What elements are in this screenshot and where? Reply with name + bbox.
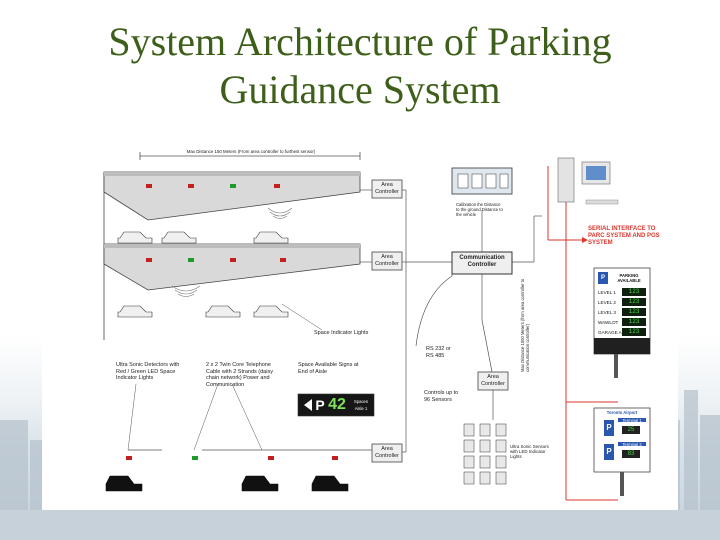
ultrasonic-wave-1 xyxy=(267,207,293,219)
ground-floor-sensors xyxy=(126,456,338,460)
architecture-diagram: Max Distance 150 Meters (From area contr… xyxy=(42,140,678,510)
airport-sign-terminal-2: Terminal 2 xyxy=(622,441,642,447)
space-indicator-lights-label: Space Indicator Lights xyxy=(314,330,369,336)
controls-sensors-label: Controls up to 96 Sensors xyxy=(424,390,459,403)
aisle-sign-text-2: Aisle 1 xyxy=(354,406,368,411)
airport-sign-header: Toronto Airport xyxy=(606,410,638,415)
twin-core-cable-label: 2 x 2 Twin Core Telephone Cable with 2 S… xyxy=(206,362,273,388)
title-line-2: Guidance System xyxy=(219,67,501,112)
parking-panel-p-icon: P xyxy=(600,275,605,281)
cars-ground-floor xyxy=(105,475,349,492)
display-device-top xyxy=(451,167,513,195)
panel-row-label-2: LEVEL 2 xyxy=(598,300,616,305)
cars-floor-2 xyxy=(117,305,289,318)
slide-title: System Architecture of Parking Guidance … xyxy=(0,18,720,114)
max-distance-top-label: Max Distance 150 Meters (From area contr… xyxy=(186,149,316,154)
sensor-grid xyxy=(463,423,507,485)
panel-row-value-4: 123 xyxy=(622,318,646,326)
indicator-lights-floor-2 xyxy=(146,258,286,262)
area-controller-label-2: Area Controller xyxy=(375,254,399,267)
floor-slab-1 xyxy=(103,171,361,221)
serial-arrow xyxy=(582,237,588,243)
panel-row-value-5: 123 xyxy=(622,328,646,336)
area-controller-label-1: Area Controller xyxy=(375,182,399,195)
airport-sign xyxy=(593,407,651,496)
floor-slab-2 xyxy=(103,243,361,291)
aisle-sign-parking-icon: P xyxy=(315,397,325,413)
panel-row-label-3: LEVEL 3 xyxy=(598,310,616,315)
airport-sign-value-1: 25 xyxy=(627,426,635,433)
airport-sign-terminal-1: Terminal 1 xyxy=(622,417,642,423)
wiring xyxy=(128,189,542,453)
parking-panel-header: PARKING AVAILABLE xyxy=(617,273,641,283)
communication-controller-label: Communication Controller xyxy=(459,255,505,268)
max-distance-vertical-label: Max Distance 1000 Meters (from area cont… xyxy=(520,278,530,372)
panel-row-label-5: GARAGE A xyxy=(598,330,622,335)
ultrasonic-sensors-label: Ultra Sonic Sensors with LED Indicator L… xyxy=(510,444,549,460)
panel-row-label-1: LEVEL 1 xyxy=(598,290,616,295)
ultrasonic-detectors-label: Ultra Sonic Detectors with Red / Green L… xyxy=(116,362,180,381)
diagram-drawing xyxy=(103,152,651,501)
serial-interface-label: SERIAL INTERFACE TO PARC SYSTEM AND PGS … xyxy=(588,226,660,247)
area-controller-label-4: Area Controller xyxy=(375,446,399,459)
airport-sign-p-icon-1: P xyxy=(606,423,612,432)
rs-link-label: RS 232 or RS 485 xyxy=(426,346,451,359)
communication-controller-box xyxy=(451,251,513,275)
calibration-note: Calibration the Distance to the ground D… xyxy=(456,202,503,217)
panel-row-value-3: 123 xyxy=(622,308,646,316)
ultrasonic-wave-2 xyxy=(171,285,201,297)
airport-sign-value-2: 83 xyxy=(627,450,635,457)
indicator-lights-floor-1 xyxy=(146,184,280,188)
cars-floor-1 xyxy=(117,231,289,244)
airport-sign-p-icon-2: P xyxy=(606,447,612,456)
panel-row-value-1: 123 xyxy=(622,288,646,296)
panel-row-value-2: 123 xyxy=(622,298,646,306)
callout-lines xyxy=(127,303,323,451)
aisle-sign-count: 42 xyxy=(328,396,346,413)
area-controller-label-3: Area Controller xyxy=(481,374,505,387)
title-line-1: System Architecture of Parking xyxy=(108,19,612,64)
space-available-signs-label: Space Available Signs at End of Aisle xyxy=(298,362,359,375)
panel-row-label-4: WAWLOT xyxy=(598,320,619,325)
aisle-sign xyxy=(297,393,375,417)
aisle-sign-text-1: Spaces xyxy=(354,399,368,404)
area-controller-boxes xyxy=(371,179,509,463)
computer-icon xyxy=(557,157,619,205)
